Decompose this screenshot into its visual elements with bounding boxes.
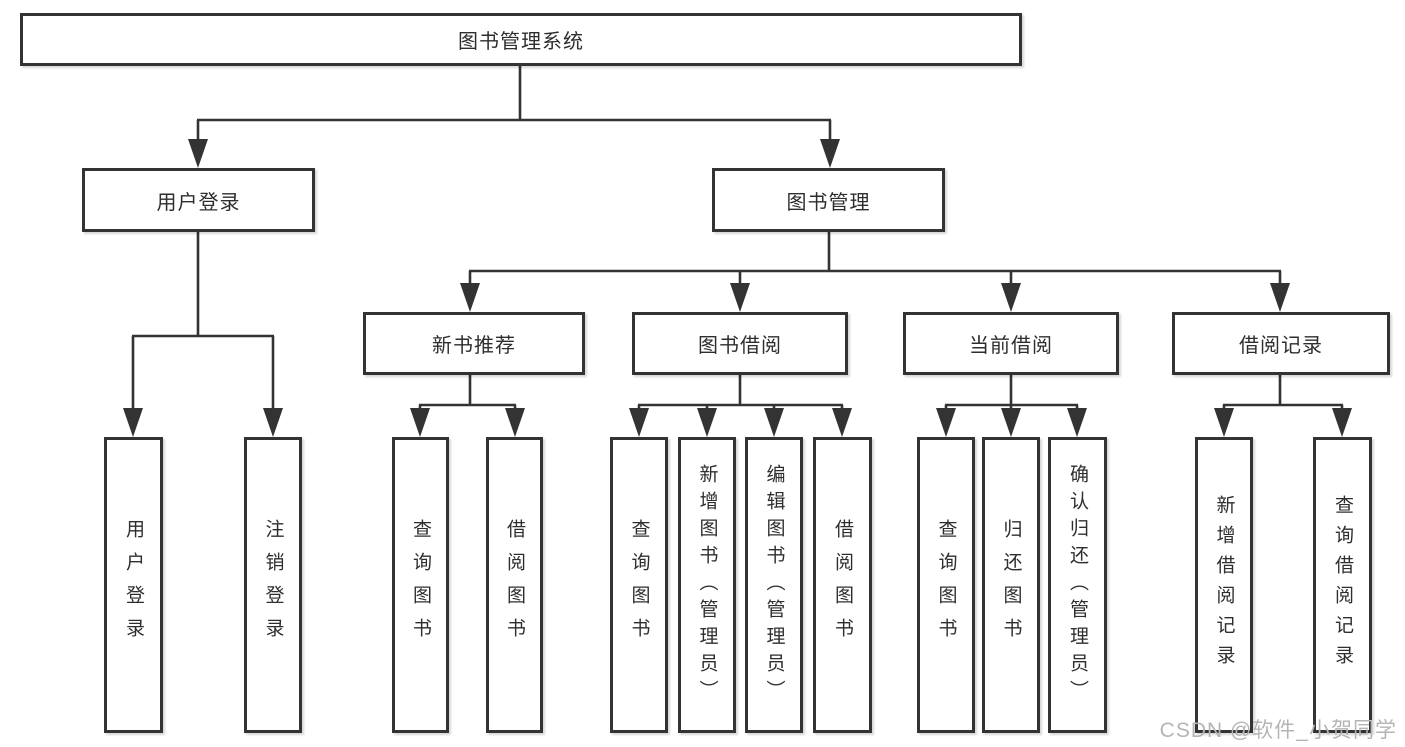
leaf-user-login: 用户登录 bbox=[104, 437, 163, 733]
connector-new-book-recommend-to-children bbox=[410, 375, 525, 437]
connector-user-login-to-children bbox=[123, 232, 283, 437]
leaf-query-books-current: 查询图书 bbox=[917, 437, 975, 733]
leaf-add-borrow-record: 新增借阅记录 bbox=[1195, 437, 1253, 733]
node-new-book-recommend: 新书推荐 bbox=[363, 312, 585, 375]
connector-root-to-children bbox=[188, 66, 840, 168]
node-book-management: 图书管理 bbox=[712, 168, 945, 232]
connector-book-borrow-to-children bbox=[629, 375, 852, 437]
csdn-watermark: CSDN @软件_小贺同学 bbox=[1159, 719, 1397, 742]
connector-book-management-to-children bbox=[460, 232, 1290, 312]
leaf-borrow-books: 借阅图书 bbox=[813, 437, 872, 733]
node-current-borrow: 当前借阅 bbox=[903, 312, 1119, 375]
leaf-query-books-borrow: 查询图书 bbox=[610, 437, 668, 733]
leaf-return-book: 归还图书 bbox=[982, 437, 1040, 733]
leaf-logout: 注销登录 bbox=[244, 437, 302, 733]
leaf-query-books-recommend: 查询图书 bbox=[392, 437, 449, 733]
node-user-login: 用户登录 bbox=[82, 168, 315, 232]
leaf-confirm-return-admin: 确认归还（管理员） bbox=[1048, 437, 1107, 733]
node-root-library-management-system: 图书管理系统 bbox=[20, 13, 1022, 66]
leaf-edit-book-admin: 编辑图书（管理员） bbox=[745, 437, 803, 733]
leaf-query-borrow-record: 查询借阅记录 bbox=[1313, 437, 1372, 733]
node-borrow-records: 借阅记录 bbox=[1172, 312, 1390, 375]
leaf-add-book-admin: 新增图书（管理员） bbox=[678, 437, 736, 733]
connector-current-borrow-to-children bbox=[936, 375, 1087, 437]
connector-borrow-records-to-children bbox=[1214, 375, 1352, 437]
node-book-borrow: 图书借阅 bbox=[632, 312, 848, 375]
leaf-borrow-books-recommend: 借阅图书 bbox=[486, 437, 543, 733]
